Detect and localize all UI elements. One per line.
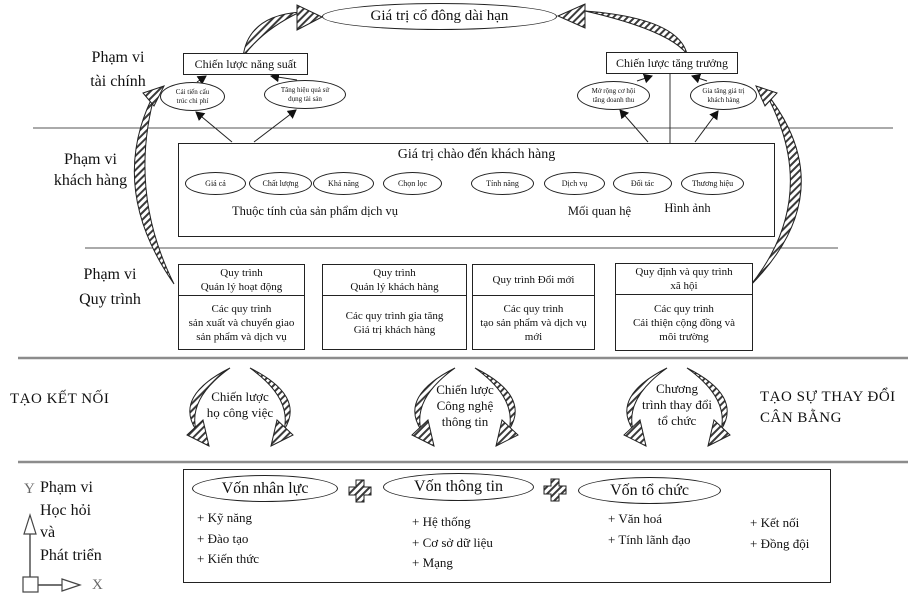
organization-capital-oval: Vốn tổ chức	[578, 477, 721, 504]
process-box-body: Các quy trình sản xuất và chuyển giao sả…	[188, 302, 295, 343]
arrow-customerbox-to-revenueoval	[619, 109, 649, 143]
information-capital-oval: Vốn thông tin	[383, 473, 534, 501]
brand-oval: Thương hiệu	[681, 172, 744, 195]
create-connection-label: TẠO KẾT NỐI	[10, 391, 110, 407]
axis-y-label: Y	[24, 481, 35, 497]
plus-icon	[348, 479, 372, 503]
growth-strategy-box: Chiến lược tăng trưởng	[606, 52, 738, 74]
availability-oval: Khả năng	[313, 172, 374, 195]
create-balanced-change-label: TẠO SỰ THAY ĐỔI CÂN BẰNG	[760, 389, 896, 426]
top-right-arrowhead	[556, 3, 586, 29]
top-left-hatched-arrow	[242, 11, 301, 58]
cycle-arrows-org-change	[623, 367, 731, 447]
service-oval: Dịch vụ	[544, 172, 605, 195]
arrow-customerbox-to-costoval	[195, 111, 233, 143]
quality-oval: Chất lượng	[249, 172, 312, 195]
innovation-process-box: Quy trình Đổi mới Các quy trình tạo sản …	[472, 264, 595, 350]
human-capital-oval: Vốn nhân lực	[192, 475, 338, 502]
arrow-revenueoval-to-growth	[636, 73, 653, 84]
process-box-body: Các quy trình gia tăng Giá trị khách hàn…	[345, 309, 444, 336]
cost-structure-oval: Cải tiến cấu trúc chi phí	[160, 82, 225, 111]
asset-utilization-oval: Tăng hiệu quả sử dụng tài sản	[264, 80, 346, 109]
productivity-strategy-box: Chiến lược năng suất	[183, 53, 308, 75]
learning-perspective-label: Phạm vi Học hỏi và Phát triển	[40, 479, 102, 564]
org-change-program-label: Chương trình thay đổi tổ chức	[641, 381, 713, 428]
cycle-arrows-it	[411, 367, 519, 447]
top-right-hatched-arrow	[584, 10, 688, 55]
arrow-customerbox-to-assetoval	[253, 109, 297, 143]
long-term-shareholder-value-oval: Giá trị cổ đông dài hạn	[322, 3, 557, 30]
process-perspective-label: Phạm vi Quy trình	[79, 266, 141, 308]
axis-icon	[22, 513, 82, 593]
customer-perspective-label: Phạm vi khách hàng	[53, 151, 128, 189]
left-curved-arrowhead	[142, 85, 165, 107]
financial-perspective-label: Phạm vi tài chính	[90, 49, 146, 90]
process-box-body: Các quy trình Cải thiện cộng đồng và môi…	[632, 302, 736, 343]
revenue-opportunity-oval: Mở rộng cơ hội tăng doanh thu	[577, 81, 650, 110]
social-regulatory-box: Quy định và quy trình xã hội Các quy trì…	[615, 263, 753, 351]
cycle-arrows-job-families	[186, 367, 294, 447]
learning-growth-box	[183, 469, 831, 583]
product-attributes-caption: Thuộc tính của sản phẩm dịch vụ	[232, 204, 398, 218]
partnership-oval: Đối tác	[613, 172, 672, 195]
process-box-body: Các quy trình tạo sản phẩm và dịch vụ mớ…	[480, 302, 587, 343]
left-curved-arrow	[133, 89, 175, 285]
process-box-header: Quy trình Quản lý khách hàng	[323, 265, 466, 296]
arrow-valueoval-to-growth	[691, 73, 708, 84]
process-box-header: Quy định và quy trình xã hội	[616, 264, 752, 295]
job-families-strategy-label: Chiến lược họ công việc	[206, 389, 274, 420]
customer-value-box-title: Giá trị chào đến khách hàng	[397, 147, 556, 162]
plus-icon	[543, 478, 567, 502]
process-box-header: Quy trình Quản lý hoạt động	[179, 265, 304, 296]
operations-management-box: Quy trình Quản lý hoạt động Các quy trìn…	[178, 264, 305, 350]
organization-capital-items: + Văn hoá + Tính lãnh đạo	[608, 511, 691, 547]
it-strategy-label: Chiến lược Công nghệ thông tin	[436, 382, 494, 429]
image-caption: Hình ảnh	[664, 201, 711, 215]
axis-x-label: X	[92, 577, 103, 593]
functionality-oval: Tính năng	[471, 172, 534, 195]
price-oval: Giá cả	[185, 172, 246, 195]
information-capital-items: + Hệ thống + Cơ sở dữ liệu + Mạng	[412, 514, 493, 570]
organization-capital-extra-items: + Kết nối + Đồng đội	[750, 515, 810, 551]
customer-value-increase-oval: Gia tăng giá trị khách hàng	[690, 81, 757, 110]
arrow-customerbox-to-valueoval	[694, 110, 719, 143]
customer-management-box: Quy trình Quản lý khách hàng Các quy trì…	[322, 264, 467, 350]
right-curved-arrowhead	[755, 85, 778, 107]
arrow-costoval-to-productivity	[196, 75, 207, 85]
selection-oval: Chọn lọc	[383, 172, 442, 195]
relationship-caption: Mối quan hệ	[567, 204, 632, 218]
top-left-arrowhead	[296, 4, 324, 31]
process-box-header: Quy trình Đổi mới	[473, 265, 594, 296]
human-capital-items: + Kỹ năng + Đào tạo + Kiến thức	[197, 510, 260, 566]
arrow-assetoval-to-productivity	[270, 72, 298, 83]
